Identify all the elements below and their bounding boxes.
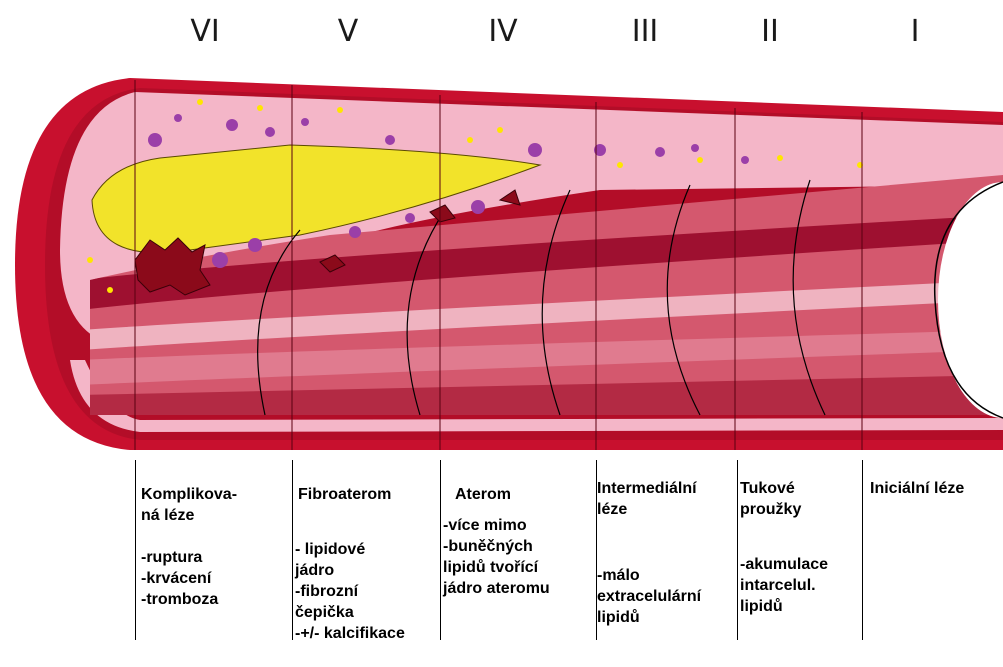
stage-ii-line-1: -akumulace <box>740 554 828 575</box>
stage-v-line-1: - lipidové <box>295 539 405 560</box>
stage-iii-line-1: -málo <box>597 565 701 586</box>
divider-vi <box>135 460 136 640</box>
stage-vi-text: Komplikova- ná léze -ruptura -krvácení -… <box>141 484 237 610</box>
stage-iv-line-2: -buněčných <box>443 536 550 557</box>
divider-iv <box>440 460 441 640</box>
stage-v-line-4: čepička <box>295 602 405 623</box>
stage-iv-text: Aterom -více mimo -buněčných lipidů tvoř… <box>443 484 550 599</box>
stage-iv-title: Aterom <box>455 484 550 505</box>
stage-vi-line-1: -ruptura <box>141 547 237 568</box>
stage-v-line-5: -+/- kalcifikace <box>295 623 405 644</box>
stage-vi-line-2: -krvácení <box>141 568 237 589</box>
stage-iv-line-3: lipidů tvořící <box>443 557 550 578</box>
stage-v-line-2: jádro <box>295 560 405 581</box>
artery-illustration <box>0 0 1003 460</box>
stage-iii-title-2: léze <box>597 499 701 520</box>
stage-vi-title-1: Komplikova- <box>141 484 237 505</box>
stage-ii-title-1: Tukové <box>740 478 828 499</box>
stage-ii-line-3: lipidů <box>740 596 828 617</box>
stage-i-text: Iniciální léze <box>870 478 1003 499</box>
stage-iv-line-4: jádro ateromu <box>443 578 550 599</box>
divider-ii <box>737 460 738 640</box>
stage-iii-line-3: lipidů <box>597 607 701 628</box>
stage-iii-text: Intermediální léze -málo extracelulární … <box>597 478 701 628</box>
stage-ii-text: Tukové proužky -akumulace intarcelul. li… <box>740 478 828 617</box>
stage-ii-line-2: intarcelul. <box>740 575 828 596</box>
stage-vi-title-2: ná léze <box>141 505 237 526</box>
stage-vi-line-3: -tromboza <box>141 589 237 610</box>
stage-i-title: Iniciální léze <box>870 478 1003 499</box>
stage-v-text: Fibroaterom - lipidové jádro -fibrozní č… <box>295 484 405 644</box>
stage-iv-line-1: -více mimo <box>443 515 550 536</box>
stage-ii-title-2: proužky <box>740 499 828 520</box>
divider-v <box>292 460 293 640</box>
divider-i <box>862 460 863 640</box>
stage-v-title: Fibroaterom <box>298 484 405 505</box>
stage-iii-line-2: extracelulární <box>597 586 701 607</box>
stage-iii-title-1: Intermediální <box>597 478 701 499</box>
stage-v-line-3: -fibrozní <box>295 581 405 602</box>
